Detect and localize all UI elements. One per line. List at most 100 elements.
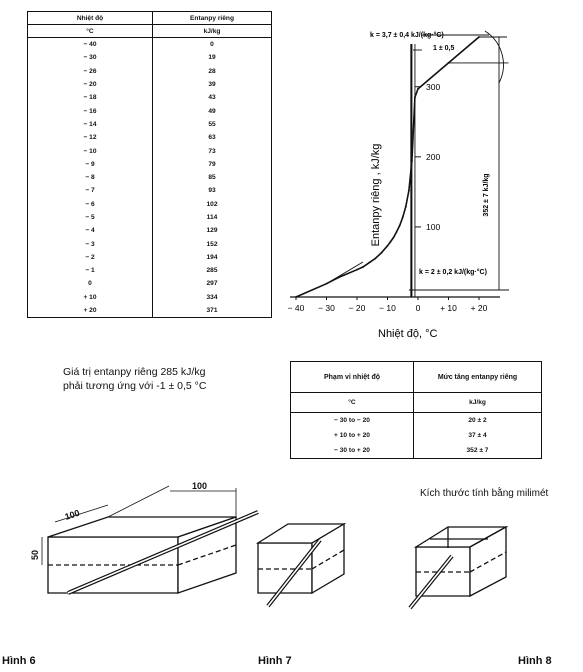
dimension-note: Kích thước tính bằng milimét [420, 488, 549, 499]
data-point [417, 87, 419, 90]
cell-temperature: − 16 [27, 104, 153, 118]
table-row: − 20 39 [27, 77, 272, 92]
cell-temperature: − 4 [27, 224, 153, 238]
data-point [414, 96, 416, 99]
cell-value: 334 [206, 293, 218, 301]
data-point [337, 276, 340, 279]
unit-temperature: °C [27, 24, 153, 38]
annotation-tolerance: 1 ± 0,5 [433, 45, 454, 52]
data-point [356, 268, 358, 271]
cell-value: 85 [208, 174, 216, 182]
cell-temperature: − 30 to − 20 [290, 412, 414, 428]
data-point [386, 244, 389, 247]
y-tick-label: 300 [426, 82, 440, 92]
table-row: − 2 194 [27, 250, 272, 265]
chart-points [295, 36, 480, 298]
x-tick-label: − 30 [318, 303, 335, 313]
caption-figure-7: Hình 7 [258, 655, 292, 667]
cell-value: 20 ± 2 [468, 417, 487, 424]
data-point [398, 224, 401, 227]
chart-ticks: − 40 − 30 − 20 − 10 0 + 10 + 20 100 200 300 [288, 82, 488, 313]
chart-helpers [326, 30, 509, 297]
cell-value: 0 [210, 41, 214, 49]
cell-temperature: − 1 [27, 264, 153, 278]
cell-temperature: − 12 [27, 131, 153, 145]
cell-temperature: − 26 [27, 64, 153, 78]
data-point [368, 261, 371, 264]
x-axis-label: Nhiệt độ, °C [378, 328, 437, 340]
x-tick-label: + 20 [471, 303, 488, 313]
data-point [411, 160, 413, 162]
y-tick-label: 100 [426, 222, 440, 232]
cell-value: 102 [206, 200, 218, 208]
cell-temperature: − 3 [27, 237, 153, 251]
data-point [295, 296, 297, 298]
annotation-total-rise: 352 ± 7 kJ/kg [483, 173, 490, 216]
header-enthalpy: Entanpy riêng [152, 11, 272, 25]
figure-8-block [408, 525, 509, 610]
note-line-2: phải tương ứng với -1 ± 0,5 °C [63, 380, 207, 392]
cell-temperature: − 40 [27, 37, 153, 52]
cell-value: 39 [208, 81, 216, 89]
cell-value: 55 [208, 120, 216, 128]
cell-value: 79 [208, 160, 216, 168]
table-row: − 40 0 [27, 37, 272, 52]
cell-value: 93 [208, 187, 216, 195]
table-row: − 5 114 [27, 210, 272, 225]
x-tick-label: − 40 [288, 303, 305, 313]
cell-temperature: + 10 [27, 290, 153, 304]
cell-value: 352 ± 7 [466, 447, 489, 454]
slope-arc [484, 30, 504, 84]
cell-value: 114 [206, 214, 218, 221]
cell-temperature: − 5 [27, 210, 153, 225]
x-tick-label: 0 [416, 303, 421, 313]
data-point [380, 251, 383, 254]
header-increase: Mức tăng entanpy riêng [413, 361, 542, 393]
cell-temperature: − 30 [27, 51, 153, 65]
cell-value: 194 [206, 253, 218, 261]
cell-value: 37 ± 4 [468, 432, 487, 439]
range-table: Phạm vi nhiệt độ Mức tăng entanpy riêng … [290, 361, 542, 459]
cell-temperature: − 14 [27, 117, 153, 132]
enthalpy-table: Nhiệt độ Entanpy riêng °C kJ/kg − 40 0 − 3… [27, 11, 272, 319]
cell-temperature: − 20 [27, 77, 153, 92]
y-tick-label: 200 [426, 152, 440, 162]
cell-temperature: + 20 [27, 303, 153, 318]
caption-figure-6: Hình 6 [2, 655, 36, 667]
cell-value: 28 [208, 67, 216, 75]
cell-value: 297 [206, 280, 218, 288]
x-tick-label: − 20 [349, 303, 366, 313]
table-row: − 14 55 [27, 117, 272, 132]
cell-temperature: + 10 to + 20 [290, 428, 414, 443]
cell-temperature: − 9 [27, 157, 153, 171]
data-point [401, 216, 404, 219]
y-axis-label: Entanpy riêng , kJ/kg [370, 144, 382, 247]
table-row: − 9 79 [27, 157, 272, 171]
data-point [325, 282, 328, 285]
table-row: + 10 334 [27, 290, 272, 304]
cell-value: 129 [206, 227, 218, 235]
figure-6-block [41, 485, 259, 595]
table-row: + 10 to + 20 37 ± 4 [290, 428, 542, 443]
data-point [407, 189, 410, 192]
data-point [395, 230, 398, 233]
header-temperature: Nhiệt độ [27, 11, 153, 25]
cell-temperature: − 2 [27, 250, 153, 265]
x-tick-label: + 10 [440, 303, 457, 313]
unit-enthalpy: kJ/kg [152, 24, 272, 38]
table-row: − 4 129 [27, 224, 272, 238]
x-tick-label: − 10 [379, 303, 396, 313]
cell-value: 371 [206, 307, 218, 315]
dimension-height-label: 50 [30, 550, 40, 560]
caption-figure-8: Hình 8 [518, 655, 552, 667]
